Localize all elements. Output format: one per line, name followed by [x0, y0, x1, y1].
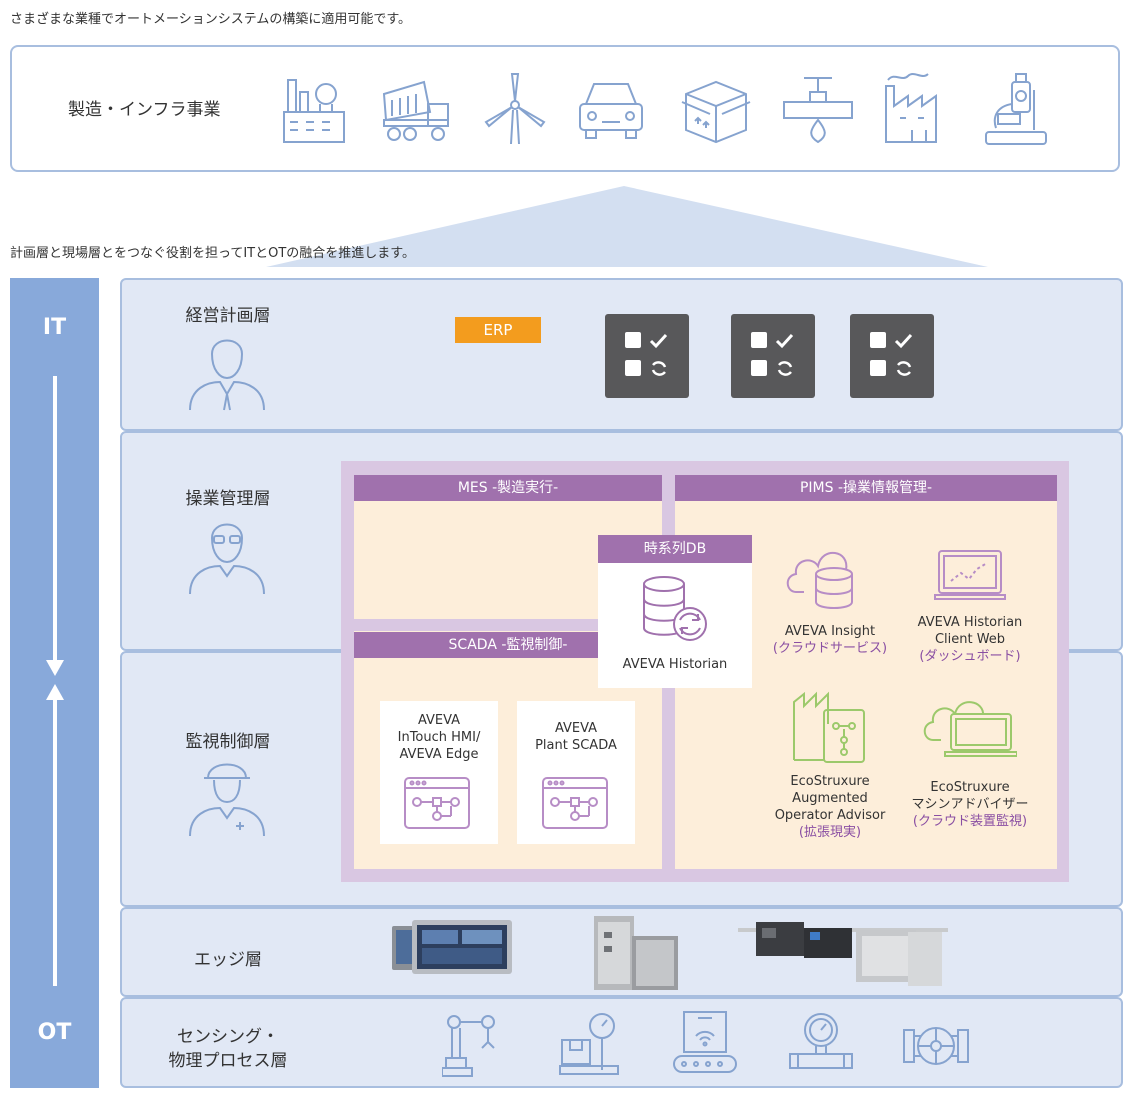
sensing-layer — [120, 997, 1123, 1088]
database-sync-icon — [643, 576, 707, 641]
robot-arm-icon — [442, 1015, 495, 1077]
top-caption: さまざまな業種でオートメーションシステムの構築に適用可能です。 — [10, 12, 412, 27]
industry-label: 製造・インフラ事業 — [68, 100, 221, 120]
plant-scada-line2: Plant SCADA — [535, 738, 617, 753]
management-layer-label: 経営計画層 — [185, 306, 271, 326]
intouch-line3: AVEVA Edge — [399, 747, 479, 762]
client-web-line1: AVEVA Historian — [917, 615, 1023, 630]
machine-advisor-sub: (クラウド装置監視) — [912, 814, 1028, 829]
pims-header: PIMS -操業情報管理- — [675, 475, 1057, 501]
supervisory-layer-label: 監視制御層 — [185, 732, 271, 752]
it-label: IT — [42, 315, 67, 340]
insight-sub: (クラウドサービス) — [772, 641, 888, 656]
car-icon — [579, 83, 643, 139]
conveyor-sensor-icon — [673, 1011, 737, 1073]
machine-advisor-line2: マシンアドバイザー — [911, 797, 1029, 812]
hmi-window-icon — [404, 777, 470, 829]
checklist-app-icon — [850, 314, 934, 398]
augmented-line3: Operator Advisor — [774, 808, 886, 823]
checklist-app-icon — [605, 314, 689, 398]
client-web-line2: Client Web — [934, 632, 1006, 647]
client-web-sub: (ダッシュボード) — [919, 649, 1021, 664]
valve-wheel-icon — [903, 1027, 969, 1065]
ar-tablet-icon — [793, 691, 865, 763]
plant-scada-line1: AVEVA — [554, 721, 598, 736]
dashboard-laptop-icon — [934, 550, 1006, 600]
insight-name: AVEVA Insight — [784, 624, 876, 639]
wind-turbine-icon — [484, 73, 546, 145]
chemical-plant-icon — [283, 79, 345, 143]
augmented-sub: (拡張現実) — [798, 825, 862, 840]
ot-label: OT — [37, 1020, 72, 1045]
scada-window-icon — [542, 777, 608, 829]
it-ot-axis: IT OT — [10, 278, 99, 1088]
historian-name: AVEVA Historian — [622, 657, 728, 672]
sensing-layer-label-line2: 物理プロセス層 — [168, 1051, 288, 1071]
checklist-app-icon — [731, 314, 815, 398]
io-modules-device — [738, 922, 948, 986]
microscope-icon — [985, 73, 1047, 145]
operations-layer-label: 操業管理層 — [185, 489, 271, 509]
package-box-icon — [681, 80, 751, 144]
engineer-glasses-person-icon — [189, 523, 265, 595]
timeseries-db-header: 時系列DB — [598, 535, 752, 563]
intouch-line2: InTouch HMI/ — [397, 730, 481, 745]
edge-layer-label: エッジ層 — [194, 950, 262, 970]
intouch-line1: AVEVA — [417, 713, 461, 728]
industrial-pc-device — [594, 916, 678, 990]
erp-badge: ERP — [455, 317, 541, 343]
executive-person-icon — [189, 339, 265, 411]
machine-advisor-line1: EcoStruxure — [930, 780, 1010, 795]
middle-caption: 計画層と現場層とをつなぐ役割を担ってITとOTの融合を推進します。 — [10, 246, 415, 261]
cloud-database-icon — [786, 551, 853, 609]
valve-pipe-icon — [783, 77, 853, 144]
cloud-laptop-icon — [923, 701, 1017, 757]
factory-icon — [885, 73, 937, 143]
worker-helmet-person-icon — [189, 763, 265, 837]
pressure-gauge-icon — [789, 1013, 853, 1069]
mes-header: MES -製造実行- — [354, 475, 662, 501]
it-ot-arrows — [46, 376, 64, 986]
augmented-line1: EcoStruxure — [790, 774, 870, 789]
sensing-layer-label-line1: センシング・ — [177, 1027, 279, 1047]
hmi-panel-device — [392, 920, 512, 974]
augmented-line2: Augmented — [792, 791, 868, 806]
weighing-scale-icon — [559, 1013, 619, 1075]
dump-truck-icon — [382, 80, 449, 141]
